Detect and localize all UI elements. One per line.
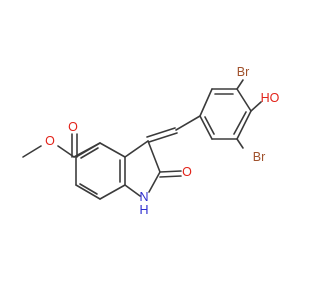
bond-ring-b-inner2 (233, 111, 247, 135)
amine-hydrogen-label: H (139, 203, 148, 217)
bond-c3-ch-a (146, 127, 176, 138)
bond-ring-b-inner3 (204, 116, 215, 135)
bond-ring-a-inner2 (79, 183, 98, 195)
bond-c-br-top (236, 79, 244, 90)
hydroxyl-label: HO (261, 91, 280, 105)
bond-ring-b4 (236, 110, 252, 140)
bond-ring-a-inner3 (80, 147, 99, 159)
lactam-oxygen-label: O (182, 165, 192, 179)
bond-c2-o-a (159, 170, 182, 173)
bond-ring-a1 (99, 142, 126, 158)
bond-ring-a4 (75, 184, 101, 200)
bond-ring-b3 (236, 88, 252, 112)
atom-labels: Br HO Br O O O N H (45, 65, 280, 217)
ester-ether-oxygen-label: O (45, 134, 55, 148)
bond-ring-b1 (199, 88, 213, 117)
bromine-label-bottom: Br (253, 150, 266, 164)
molecule-structure-diagram: Br HO Br O O O N H (22, 65, 280, 217)
bromine-label-top: Br (237, 65, 250, 79)
bond-c3-c2 (147, 140, 161, 173)
bond-methyl-o (22, 145, 42, 158)
bond-c2-o-b (159, 175, 182, 178)
bond-c3a-c3 (124, 140, 149, 158)
amine-nitrogen-label: N (139, 190, 148, 204)
ester-carbonyl-oxygen-label: O (68, 120, 78, 134)
bond-ring-b6 (199, 115, 213, 140)
bond-c3-ch-b (148, 132, 178, 143)
bond-ring-a6 (75, 142, 101, 158)
bond-c-br-bottom (236, 138, 244, 149)
bond-lines (22, 79, 262, 200)
bond-c2-n1 (148, 171, 161, 193)
bond-ring-a3 (99, 184, 126, 200)
bond-ch-aryl (175, 115, 201, 131)
bond-c-oh (250, 101, 262, 112)
bond-n1-c7a (124, 184, 141, 197)
